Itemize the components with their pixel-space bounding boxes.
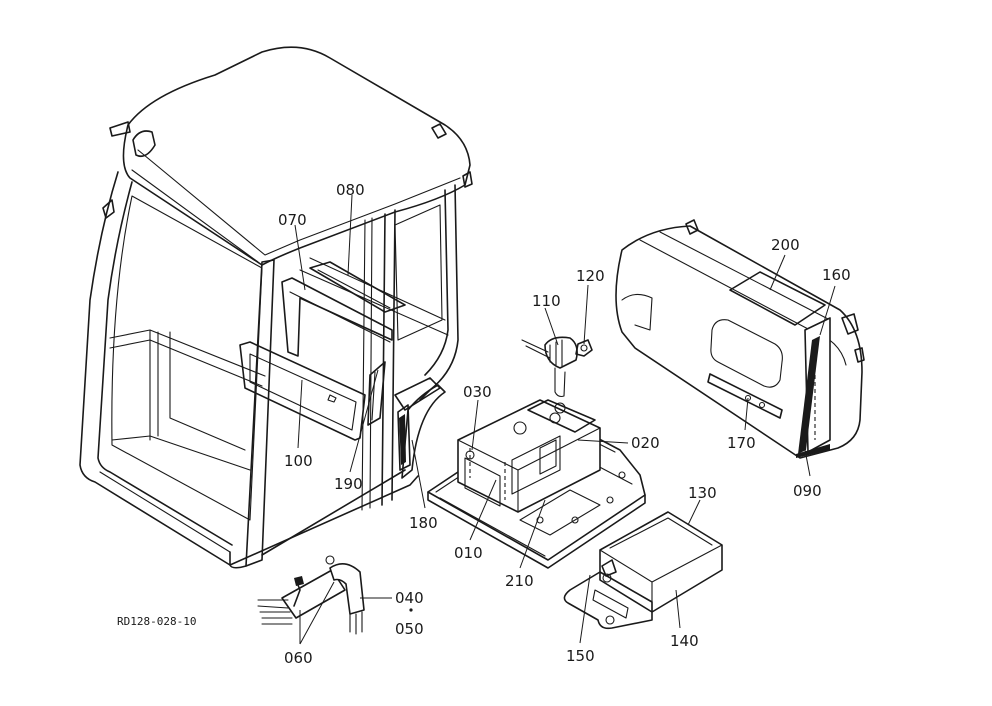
cab-frame [79,46,473,569]
label-130: 130 [688,484,717,502]
part-100-side-glass [239,341,366,441]
part-060-cable-connector [257,569,346,625]
part-110-switch [521,336,578,398]
label-010: 010 [454,544,483,562]
label-080: 080 [336,181,365,199]
label-110: 110 [532,292,561,310]
label-020: 020 [631,434,660,452]
label-160: 160 [822,266,851,284]
label-090: 090 [793,482,822,500]
part-080-panel [309,261,406,313]
label-030: 030 [463,383,492,401]
part-190-seal [367,361,386,426]
part-120-nut [575,339,593,357]
label-140: 140 [670,632,699,650]
label-050: 050 [395,620,424,638]
part-180-rear-panel [394,377,441,471]
label-040: 040 [395,589,424,607]
part-200-console-cover [615,219,865,459]
label-200: 200 [771,236,800,254]
part-070-window-glass [281,277,393,357]
leader-lines [294,194,836,645]
label-100: 100 [284,452,313,470]
label-210: 210 [505,572,534,590]
part-170-strip [707,373,783,419]
reference-code: RD128-028-10 [117,615,196,628]
part-110-base-mount [527,399,596,433]
label-120: 120 [576,267,605,285]
label-070: 070 [278,211,307,229]
label-150: 150 [566,647,595,665]
part-010-mount-box [457,399,601,513]
part-150-bracket [563,559,653,630]
label-060: 060 [284,649,313,667]
part-090-trim [796,336,830,458]
part-040-elbow-connector [325,555,365,635]
label-190: 190 [334,475,363,493]
label-180: 180 [409,514,438,532]
label-170: 170 [727,434,756,452]
part-130-box [599,511,723,613]
part-labels: 070 080 100 190 180 030 020 010 210 110 … [117,181,851,667]
